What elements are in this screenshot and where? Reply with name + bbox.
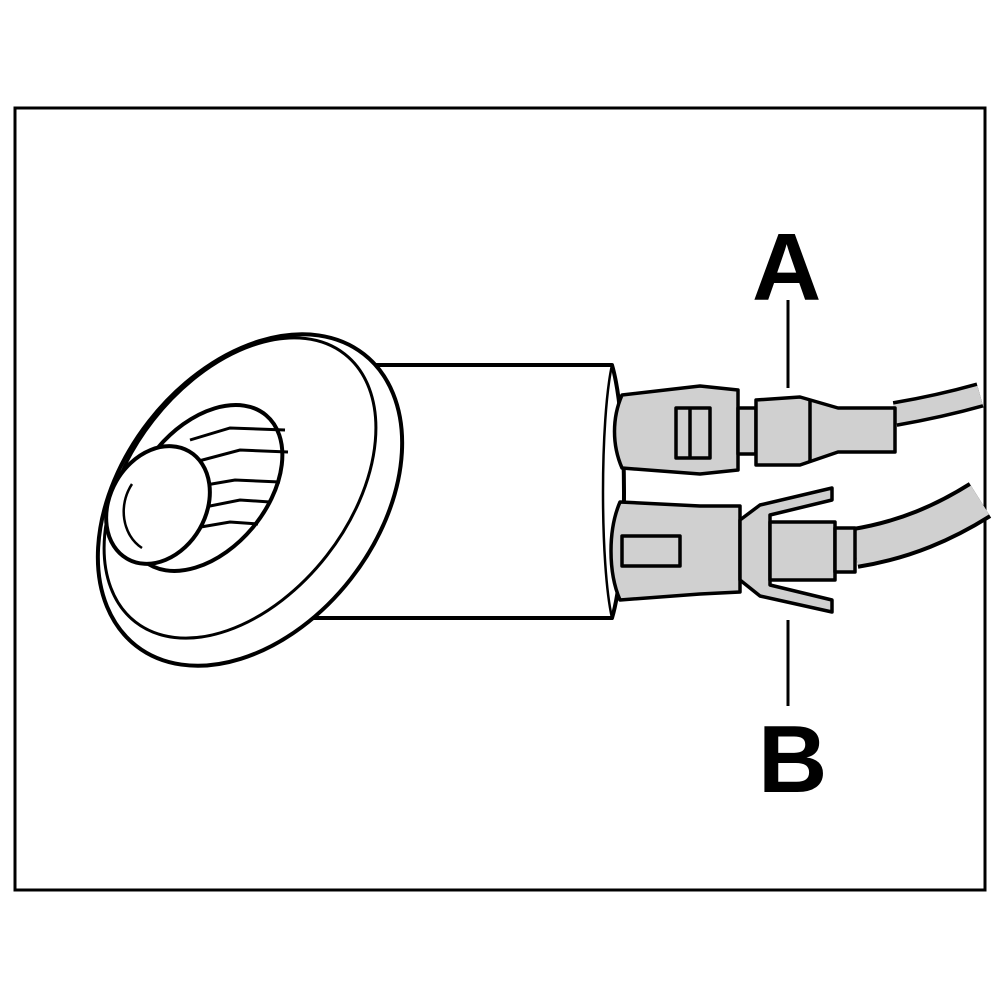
sensor-lens: [104, 444, 212, 566]
sensor-face: [104, 403, 289, 573]
callout-label-a: A: [752, 214, 822, 321]
connector-a: [612, 384, 897, 476]
cable-b: [851, 482, 992, 569]
cable-a: [892, 382, 984, 427]
connector-b: [609, 486, 857, 614]
figure-frame: [13, 106, 987, 892]
callout-label-b: B: [758, 706, 828, 813]
